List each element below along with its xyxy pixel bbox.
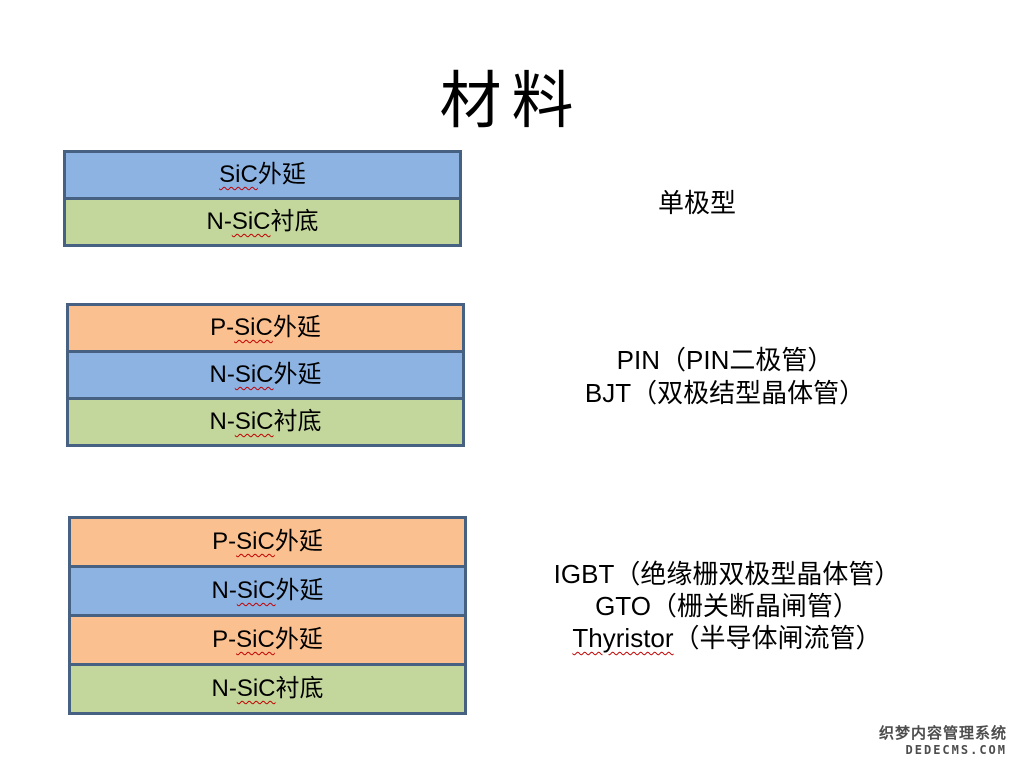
layer-label: N-SiC外延 (210, 363, 322, 387)
layer-stack-pin-bjt: P-SiC外延 N-SiC外延 N-SiC衬底 (66, 303, 465, 447)
layer-label-suffix: 外延 (274, 626, 323, 653)
layer-label-core: SiC (219, 161, 258, 188)
layer-label-prefix: N- (209, 361, 235, 388)
layer-label-prefix: N- (209, 408, 235, 435)
layer-label: P-SiC外延 (212, 530, 323, 554)
layer-label-suffix: 衬底 (270, 208, 319, 235)
caption-line-text: GTO（栅关断晶闸管） (595, 591, 859, 621)
layer-psic-epitaxy: P-SiC外延 (66, 303, 465, 353)
caption-line: 单极型 (557, 188, 837, 218)
layer-label-suffix: 外延 (273, 361, 322, 388)
layer-label: N-SiC衬底 (212, 677, 324, 701)
caption-pin-bjt: PIN（PIN二极管） BJT（双极结型晶体管） (535, 344, 915, 410)
caption-igbt-gto-thyristor: IGBT（绝缘栅双极型晶体管） GTO（栅关断晶闸管） Thyristor（半导… (527, 558, 927, 654)
layer-nsic-epitaxy: N-SiC外延 (68, 565, 467, 617)
caption-line: Thyristor（半导体闸流管） (527, 622, 927, 654)
layer-label-prefix: P- (212, 626, 237, 653)
layer-label: N-SiC外延 (212, 579, 324, 603)
watermark-en-text: DEDECMS.COM (905, 743, 1007, 757)
layer-nsic-epitaxy: N-SiC外延 (66, 350, 465, 400)
layer-label-suffix: 衬底 (275, 675, 324, 702)
caption-line: GTO（栅关断晶闸管） (527, 590, 927, 622)
layer-stack-igbt-gto-thyristor: P-SiC外延 N-SiC外延 P-SiC外延 N-SiC衬底 (68, 516, 467, 715)
layer-label-prefix: N- (211, 675, 237, 702)
layer-label-prefix: P- (210, 314, 235, 341)
layer-label-core: SiC (234, 408, 274, 435)
layer-label: P-SiC外延 (212, 628, 323, 652)
layer-label-core: SiC (234, 361, 274, 388)
watermark: 织梦内容管理系统 DEDECMS.COM (879, 725, 1007, 757)
layer-label-suffix: 外延 (275, 577, 324, 604)
layer-label-core: SiC (236, 528, 275, 555)
layer-label-core: SiC (231, 208, 271, 235)
caption-line-text: （半导体闸流管） (673, 623, 882, 653)
layer-label-suffix: 外延 (257, 161, 306, 188)
page-title: 材料 (439, 64, 584, 137)
layer-label-prefix: P- (212, 528, 237, 555)
caption-line-wavy: Thyristor (572, 623, 674, 653)
layer-label: SiC外延 (219, 163, 306, 187)
layer-stack-unipolar: SiC外延 N-SiC衬底 (63, 150, 462, 247)
layer-psic-epitaxy: P-SiC外延 (68, 614, 467, 666)
layer-label-suffix: 衬底 (273, 408, 322, 435)
caption-line: BJT（双极结型晶体管） (535, 377, 915, 410)
caption-line-text: BJT（双极结型晶体管） (584, 378, 866, 408)
layer-label-core: SiC (236, 577, 276, 604)
layer-nsic-substrate: N-SiC衬底 (68, 663, 467, 715)
layer-nsic-substrate: N-SiC衬底 (66, 397, 465, 447)
layer-label-prefix: N- (206, 208, 232, 235)
layer-label: N-SiC衬底 (207, 210, 319, 234)
layer-label: P-SiC外延 (210, 316, 321, 340)
layer-label-core: SiC (236, 675, 276, 702)
watermark-cn-text: 织梦内容管理系统 (878, 725, 1007, 742)
caption-line: IGBT（绝缘栅双极型晶体管） (527, 558, 927, 590)
layer-sic-epitaxy: SiC外延 (63, 150, 462, 200)
layer-label-suffix: 外延 (274, 528, 323, 555)
layer-psic-epitaxy: P-SiC外延 (68, 516, 467, 568)
layer-label-prefix: N- (211, 577, 237, 604)
layer-label: N-SiC衬底 (210, 410, 322, 434)
layer-label-core: SiC (236, 626, 275, 653)
caption-line: PIN（PIN二极管） (535, 344, 915, 377)
layer-nsic-substrate: N-SiC衬底 (63, 197, 462, 247)
layer-label-core: SiC (234, 314, 273, 341)
caption-line-text: IGBT（绝缘栅双极型晶体管） (553, 559, 901, 589)
caption-line-text: 单极型 (657, 188, 736, 218)
caption-unipolar: 单极型 (557, 188, 837, 218)
caption-line-text: PIN（PIN二极管） (616, 345, 834, 375)
layer-label-suffix: 外延 (272, 314, 321, 341)
